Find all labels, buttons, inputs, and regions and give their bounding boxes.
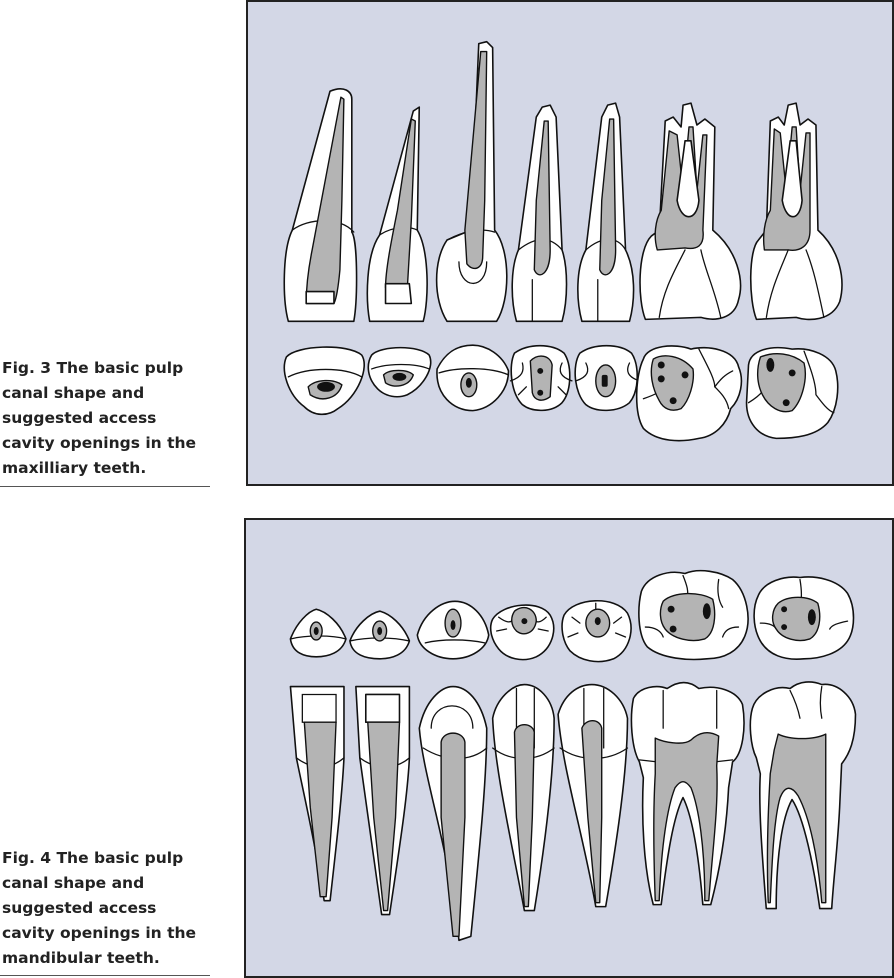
maxillary-first-molar-section: [639, 102, 742, 321]
mandibular-central-incisor-section: [289, 685, 345, 902]
fig4-panel: [244, 518, 894, 978]
mandibular-first-premolar-occlusal: [489, 604, 555, 661]
fig3-label: Fig. 3: [2, 359, 52, 377]
mandibular-second-molar-occlusal: [753, 576, 855, 660]
mandibular-second-premolar-occlusal: [561, 599, 632, 663]
mandibular-first-molar-occlusal: [638, 569, 749, 661]
maxillary-canine-occlusal: [436, 344, 510, 412]
fig3-caption: Fig. 3 The basic pulp canal shape and su…: [2, 356, 212, 481]
fig4-caption: Fig. 4 The basic pulp canal shape and su…: [2, 846, 212, 971]
maxillary-second-molar-occlusal: [745, 346, 839, 440]
mandibular-canine-occlusal: [416, 600, 490, 660]
maxillary-second-premolar-occlusal: [574, 344, 641, 412]
mandibular-central-incisor-occlusal: [289, 608, 347, 658]
maxillary-central-incisor-occlusal: [283, 346, 365, 416]
mandibular-lateral-incisor-occlusal: [349, 610, 411, 660]
mandibular-first-molar-section: [630, 681, 745, 906]
fig4-label: Fig. 4: [2, 849, 52, 867]
fig3-panel: [246, 0, 894, 486]
maxillary-first-molar-occlusal: [635, 345, 743, 442]
maxillary-central-incisor-section: [283, 88, 358, 323]
fig3-caption-rule: [0, 486, 210, 487]
mandibular-first-premolar-section: [491, 683, 555, 912]
maxillary-teeth-illustration: [283, 40, 843, 442]
maxillary-lateral-incisor-section: [366, 106, 428, 323]
maxillary-first-premolar-section: [511, 104, 568, 323]
mandibular-lateral-incisor-section: [355, 685, 411, 916]
mandibular-canine-section: [418, 685, 488, 942]
mandibular-teeth-illustration: [289, 569, 857, 942]
fig4-text: The basic pulp canal shape and suggested…: [2, 849, 197, 967]
maxillary-lateral-incisor-occlusal: [367, 346, 432, 398]
maxillary-first-premolar-occlusal: [509, 344, 573, 412]
fig4-caption-rule: [0, 975, 210, 976]
mandibular-second-premolar-section: [557, 683, 629, 908]
maxillary-second-premolar-section: [577, 102, 635, 323]
fig3-text: The basic pulp canal shape and suggested…: [2, 359, 197, 477]
mandibular-second-molar-section: [749, 681, 857, 910]
maxillary-second-molar-section: [749, 102, 843, 321]
maxillary-canine-section: [435, 40, 508, 323]
